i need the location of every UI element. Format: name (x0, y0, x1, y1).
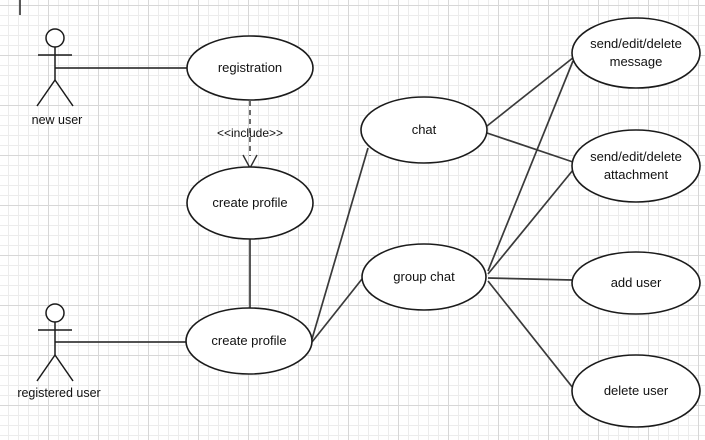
use-case-delete-user[interactable] (571, 354, 701, 428)
actor-registered-user[interactable] (36, 303, 74, 382)
use-case-send-edit-delete-attachment[interactable] (571, 129, 701, 203)
use-case-chat[interactable] (360, 96, 488, 164)
include-label: <<include>> (217, 126, 283, 140)
use-case-label-add-user: add user (611, 275, 662, 290)
use-case-registration[interactable] (186, 35, 314, 101)
edge-group-chat--delete-user[interactable] (487, 280, 574, 389)
use-case-label-group-chat: group chat (393, 269, 455, 284)
actor-leg-icon (36, 354, 56, 382)
edge-group-chat--add-user[interactable] (487, 277, 573, 281)
use-case-label-delete-user: delete user (604, 383, 669, 398)
edge-group-chat--send-edit-delete-attachment[interactable] (487, 169, 574, 275)
actor-new-user[interactable] (36, 28, 74, 107)
edge-create-profile-2--chat[interactable] (311, 147, 369, 340)
edge-create-profile-2--group-chat[interactable] (311, 278, 363, 343)
use-case-group-chat[interactable] (361, 243, 487, 311)
actor-head-icon (45, 28, 65, 48)
include-arrowhead-icon (242, 154, 258, 170)
use-case-label-chat: chat (412, 122, 437, 137)
use-case-label-create-profile-1: create profile (212, 195, 287, 210)
actor-leg-icon (54, 354, 74, 382)
use-case-create-profile-2[interactable] (185, 307, 313, 375)
use-case-label-create-profile-2: create profile (211, 333, 286, 348)
actor-label-registered-user: registered user (17, 386, 100, 400)
use-case-label-registration: registration (218, 60, 282, 75)
actor-label-new-user: new user (32, 113, 83, 127)
use-case-create-profile-1[interactable] (186, 166, 314, 240)
use-case-add-user[interactable] (571, 251, 701, 315)
use-case-send-edit-delete-message[interactable] (571, 17, 701, 89)
actor-leg-icon (54, 79, 74, 107)
actor-leg-icon (36, 79, 56, 107)
actor-head-icon (45, 303, 65, 323)
edge-group-chat--send-edit-delete-message[interactable] (487, 60, 574, 272)
edge-chat--send-edit-delete-message[interactable] (486, 56, 575, 127)
edge-chat--send-edit-delete-attachment[interactable] (486, 132, 574, 163)
